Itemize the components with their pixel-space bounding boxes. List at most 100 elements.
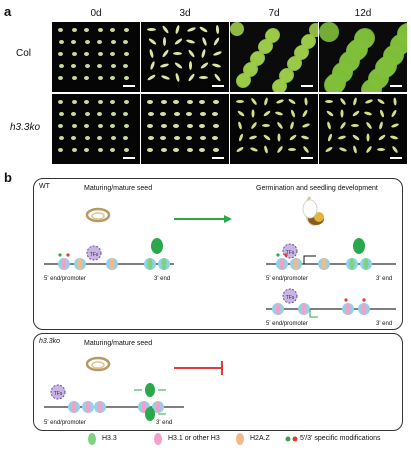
seedling — [85, 112, 90, 116]
seedling — [147, 100, 153, 104]
seedling — [212, 36, 221, 47]
legend-h33: H3.3 — [102, 435, 117, 442]
seedling — [173, 100, 179, 104]
seedling — [71, 112, 76, 116]
panel-b-letter: b — [4, 170, 12, 185]
seedling — [148, 112, 154, 116]
seedling — [159, 62, 170, 69]
seedling — [173, 52, 182, 55]
seedling — [187, 73, 196, 82]
wt-left-tfs: TFs — [90, 252, 99, 258]
seedling — [123, 40, 128, 44]
wt-lower-3prime: 3' end — [376, 321, 392, 327]
leaf — [265, 29, 279, 43]
seedling — [326, 121, 332, 130]
seedling — [58, 148, 63, 152]
column-header-3d: 3d — [179, 8, 191, 19]
seedling — [59, 112, 64, 116]
seedling — [186, 26, 197, 33]
seedling — [276, 145, 284, 154]
seedling — [185, 38, 196, 45]
seedling — [304, 97, 308, 106]
leaf — [250, 52, 264, 66]
seedling — [98, 100, 103, 104]
seedling — [215, 24, 220, 35]
seedling — [174, 112, 180, 116]
photo-col-0d — [52, 22, 140, 92]
blocked-arrow-icon — [174, 361, 223, 375]
seedling — [189, 61, 192, 70]
seedling — [325, 109, 335, 118]
seedling — [262, 124, 270, 127]
seedling — [124, 76, 129, 80]
seedling — [300, 134, 310, 141]
h2az-legend-icon — [236, 433, 244, 445]
seedling — [389, 134, 399, 141]
seedling — [288, 133, 298, 142]
wt-lower-5prime: 5' end/promoter — [266, 321, 308, 327]
seedling — [97, 40, 102, 44]
seedling — [199, 124, 205, 128]
scale-bar — [390, 157, 402, 159]
wt-diagram: TFs 5' end/promoter 3' end TFs 5' end/pr… — [44, 196, 396, 327]
photo-h33ko-7d — [230, 94, 318, 164]
seedling — [287, 98, 297, 105]
seedling — [186, 136, 192, 140]
seedling — [390, 122, 400, 129]
seedling — [174, 37, 183, 46]
seedling — [376, 98, 386, 105]
seedling — [288, 148, 296, 151]
seedling — [174, 24, 181, 35]
wt-right-5prime: 5' end/promoter — [266, 276, 308, 282]
seedling — [98, 124, 103, 128]
wt-left-3prime: 3' end — [154, 276, 170, 282]
seedling — [377, 148, 385, 151]
wt-label: WT — [39, 183, 50, 190]
seedling — [84, 148, 89, 152]
seedling — [84, 100, 89, 104]
seedling — [248, 134, 258, 141]
seedling — [276, 121, 284, 130]
seedling — [263, 145, 269, 154]
leaf — [258, 40, 272, 54]
h33ko-chromatin — [44, 383, 184, 421]
seedling — [97, 112, 102, 116]
leaf — [243, 63, 257, 77]
seedling — [213, 148, 219, 152]
column-header-0d: 0d — [90, 8, 102, 19]
seedling — [72, 76, 77, 80]
wt-left-title: Maturing/mature seed — [84, 185, 153, 192]
seed-icon — [85, 356, 111, 372]
leaf — [236, 74, 250, 88]
legend-modifications: 5'/3' specific modifications — [300, 435, 381, 442]
wt-right-3prime: 3' end — [376, 276, 392, 282]
h33ko-title: Maturing/mature seed — [84, 340, 153, 347]
seedling — [174, 136, 180, 140]
seedling — [301, 109, 309, 118]
seedling — [123, 136, 128, 140]
seedling — [160, 112, 166, 116]
seedling — [198, 25, 209, 34]
seedling — [59, 64, 64, 68]
seedling — [251, 109, 255, 118]
seedling — [111, 64, 116, 68]
seedling — [366, 133, 370, 142]
seedling — [110, 100, 115, 104]
seedling — [378, 121, 384, 130]
seedling — [110, 76, 115, 80]
seedling — [59, 40, 64, 44]
seedling — [72, 100, 77, 104]
photo-h33ko-0d — [52, 94, 140, 164]
seedling — [365, 145, 373, 154]
seedling — [111, 136, 116, 140]
seedling — [110, 52, 115, 56]
leaf — [309, 23, 318, 37]
seedling — [163, 37, 166, 46]
seedling — [58, 76, 63, 80]
seedling — [110, 148, 115, 152]
leaf — [346, 41, 366, 61]
seedling — [85, 64, 90, 68]
seedling — [250, 97, 258, 106]
seedling — [290, 109, 296, 118]
h33ko-5prime: 5' end/promoter — [44, 420, 86, 426]
